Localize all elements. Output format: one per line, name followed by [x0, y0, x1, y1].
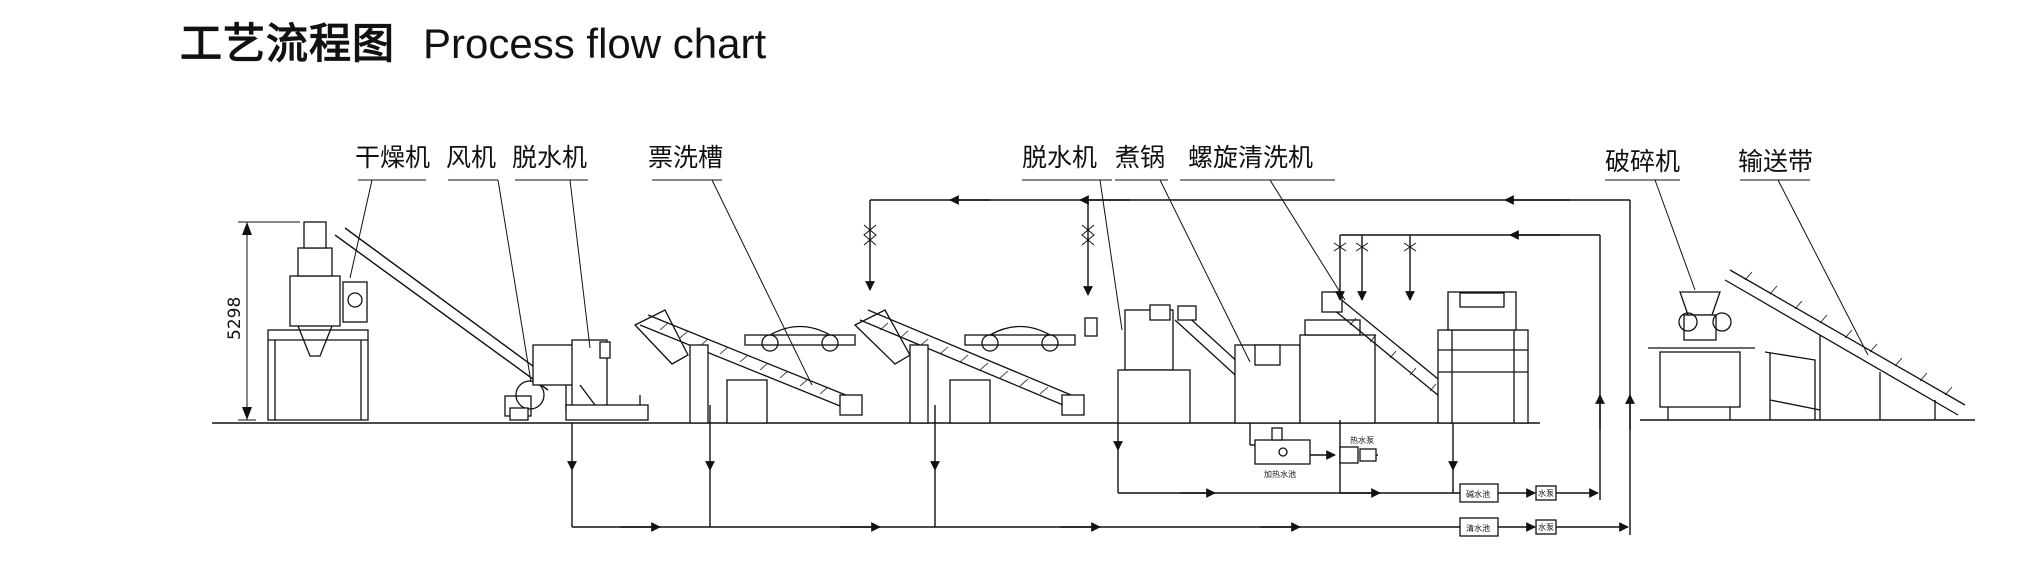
pump2-label: 水泵 — [1538, 522, 1554, 532]
boiler-machine — [1174, 305, 1301, 424]
label-dryer: 干燥机 — [355, 143, 430, 172]
hopper-machine — [1437, 291, 1529, 424]
conveyor-belt-machine — [1724, 269, 1966, 420]
screw-washer-machine — [1299, 291, 1461, 424]
label-dewater-1: 脱水机 — [512, 143, 587, 172]
hot-pump-label: 热水泵 — [1350, 435, 1374, 445]
crusher-machine — [1648, 291, 1755, 420]
leader-lines — [349, 179, 1869, 386]
title-chinese: 工艺流程图 — [180, 19, 396, 68]
alkali-tank-label: 碱水池 — [1466, 489, 1490, 499]
dewater-machine-2 — [1084, 304, 1191, 424]
clean-tank-label: 清水池 — [1466, 523, 1490, 533]
dewater-machine-1 — [532, 339, 649, 421]
label-conveyor: 输送带 — [1738, 147, 1813, 176]
label-crusher: 破碎机 — [1605, 147, 1680, 176]
bottom-drain-pipes — [567, 405, 1460, 532]
label-fan: 风机 — [446, 143, 496, 172]
label-rinse-tank: 票洗槽 — [648, 143, 723, 172]
water-treatment-boxes: 碱水池 水泵 清水池 水泵 — [1459, 483, 1629, 537]
label-dewater-2: 脱水机 — [1022, 143, 1097, 172]
rinse-tank-2 — [853, 309, 1085, 424]
dryer-machine — [267, 221, 557, 421]
title-english: Process flow chart — [423, 20, 767, 67]
dimension-label: 5298 — [225, 297, 245, 340]
page-title: 工艺流程图 Process flow chart — [180, 14, 766, 74]
fan-machine — [504, 380, 545, 421]
top-recycle-pipes — [863, 195, 1635, 535]
heating-tank-label: 加热水池 — [1264, 469, 1296, 479]
label-boiler: 煮锅 — [1115, 143, 1165, 172]
height-dimension: 5298 — [225, 221, 300, 421]
label-screw-washer: 螺旋清洗机 — [1188, 143, 1313, 172]
heating-tank-unit: 加热水池 热水泵 — [1254, 427, 1378, 479]
pump1-label: 水泵 — [1538, 488, 1554, 498]
rinse-tank-1 — [633, 309, 863, 424]
